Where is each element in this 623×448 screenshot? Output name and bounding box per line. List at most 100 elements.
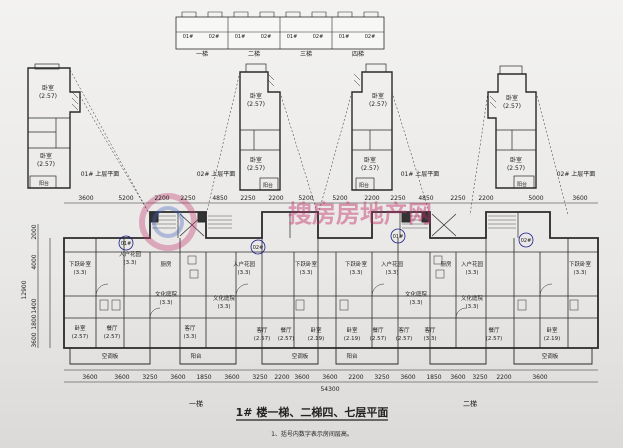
room-label: 空调板: [292, 352, 309, 360]
dimension-bottom: 3600: [322, 374, 337, 381]
dimension-bottom: 3600: [450, 374, 465, 381]
upper-unit-caption: 02# 上层平面: [197, 170, 236, 178]
room-height: (2.19): [544, 336, 561, 342]
dimension-bottom: 3600: [400, 374, 415, 381]
dimension-bottom: 3600: [294, 374, 309, 381]
dimension-top: 2200: [268, 195, 283, 202]
key-plan-unit-label: 02#: [365, 34, 376, 40]
room-label: 文化庭院: [155, 290, 178, 298]
room-height: (3.3): [573, 270, 586, 276]
room-height: (3.3): [123, 260, 136, 266]
dimension-bottom: 3600: [224, 374, 239, 381]
upper-unit-1: [27, 63, 81, 189]
upper-unit-room-label: 卧室: [510, 156, 522, 164]
room-label: 餐厅: [488, 326, 500, 334]
drawing-note: 1、括号内数字表示房间层高。: [271, 430, 353, 438]
key-plan-unit-label: 02#: [261, 34, 272, 40]
dimension-top: 4850: [212, 195, 227, 202]
dimension-top: 2200: [154, 195, 169, 202]
stair-caption-1: 一梯: [189, 399, 203, 408]
dimension-bottom: 1850: [426, 374, 441, 381]
room-label: 厨房: [440, 260, 452, 268]
upper-unit-room-label: 卧室: [40, 152, 52, 160]
upper-unit-room-height: (2.57): [247, 101, 265, 108]
room-height: (3.3): [183, 334, 196, 340]
dimension-top: 4850: [418, 195, 433, 202]
upper-unit-4: [487, 65, 537, 189]
room-height: (3.3): [423, 336, 436, 342]
dimension-bottom: 3600: [114, 374, 129, 381]
room-label: 下跃卧室: [569, 260, 592, 268]
key-plan-unit-label: 01#: [339, 34, 350, 40]
dimension-bottom: 3250: [142, 374, 157, 381]
room-label: 下跃卧室: [295, 260, 318, 268]
stair-caption-2: 二梯: [463, 399, 477, 408]
upper-unit-room-height: (2.57): [361, 165, 379, 172]
key-plan-stair-label: 三梯: [300, 50, 312, 58]
room-height: (2.57): [396, 336, 413, 342]
upper-unit-room-label: 卧室: [250, 156, 262, 164]
dimension-bottom: 3250: [472, 374, 487, 381]
unit-marker-label: 01#: [393, 234, 404, 240]
upper-unit-3: [351, 63, 393, 191]
key-plan-stair-label: 四梯: [352, 50, 364, 58]
key-plan-unit-label: 01#: [235, 34, 246, 40]
room-height: (2.57): [104, 334, 121, 340]
room-label: 入户花园: [461, 260, 484, 268]
upper-unit-room-label: 卧室: [506, 94, 518, 102]
room-height: (3.3): [409, 300, 422, 306]
room-label: 客厅: [256, 326, 268, 334]
room-height: (3.3): [349, 270, 362, 276]
dimension-top: 5000: [528, 195, 543, 202]
room-height: (2.57): [72, 334, 89, 340]
room-label: 下跃卧室: [345, 260, 368, 268]
room-label: 客厅: [184, 324, 196, 332]
room-height: (3.3): [237, 270, 250, 276]
room-label: 文化庭院: [461, 294, 484, 302]
upper-unit-room-height: (2.57): [39, 93, 57, 100]
dimension-bottom: 1850: [196, 374, 211, 381]
upper-unit-room-height: (2.57): [503, 103, 521, 110]
upper-unit-room-height: (2.57): [369, 101, 387, 108]
dimension-top: 2250: [450, 195, 465, 202]
room-label: 空调板: [542, 352, 559, 360]
main-floor-plan: [63, 211, 599, 365]
room-height: (3.3): [385, 270, 398, 276]
dimension-left: 12900: [21, 280, 28, 299]
unit-marker-circles: [118, 228, 534, 255]
room-height: (3.3): [73, 270, 86, 276]
dimension-top: 5200: [332, 195, 347, 202]
dimension-bottom: 2200: [274, 374, 289, 381]
room-height: (2.57): [486, 336, 503, 342]
dimension-left: 1400: [31, 298, 38, 313]
dimension-top: 5200: [298, 195, 313, 202]
room-label: 入户花园: [119, 250, 142, 258]
room-label: 客厅: [398, 326, 410, 334]
key-plan-unit-label: 02#: [209, 34, 220, 40]
dimension-left: 4000: [31, 254, 38, 269]
room-label: 文化庭院: [213, 294, 236, 302]
dimension-top: 3600: [572, 195, 587, 202]
dimension-bottom: 2200: [348, 374, 363, 381]
room-height: (2.19): [308, 336, 325, 342]
room-height: (3.3): [159, 300, 172, 306]
upper-unit-room-label: 卧室: [42, 84, 54, 92]
upper-unit-room-label: 卧室: [250, 92, 262, 100]
room-label: 卧室: [310, 326, 322, 334]
dimension-top: 5200: [118, 195, 133, 202]
room-label: 文化庭院: [405, 290, 428, 298]
watermark-text: 搜房房地产网: [288, 200, 432, 228]
dimension-lines: [37, 202, 598, 383]
room-label: 入户花园: [233, 260, 256, 268]
key-plan-stair-label: 一梯: [196, 50, 208, 58]
dimension-top: 2200: [364, 195, 379, 202]
room-height: (2.57): [254, 336, 271, 342]
room-label: 客厅: [424, 326, 436, 334]
dimension-bottom: 3250: [374, 374, 389, 381]
dimension-top: 2250: [180, 195, 195, 202]
key-plan-unit-label: 01#: [287, 34, 298, 40]
upper-unit-room-height: (2.57): [37, 161, 55, 168]
key-plan: [175, 11, 385, 50]
key-plan-unit-label: 02#: [313, 34, 324, 40]
